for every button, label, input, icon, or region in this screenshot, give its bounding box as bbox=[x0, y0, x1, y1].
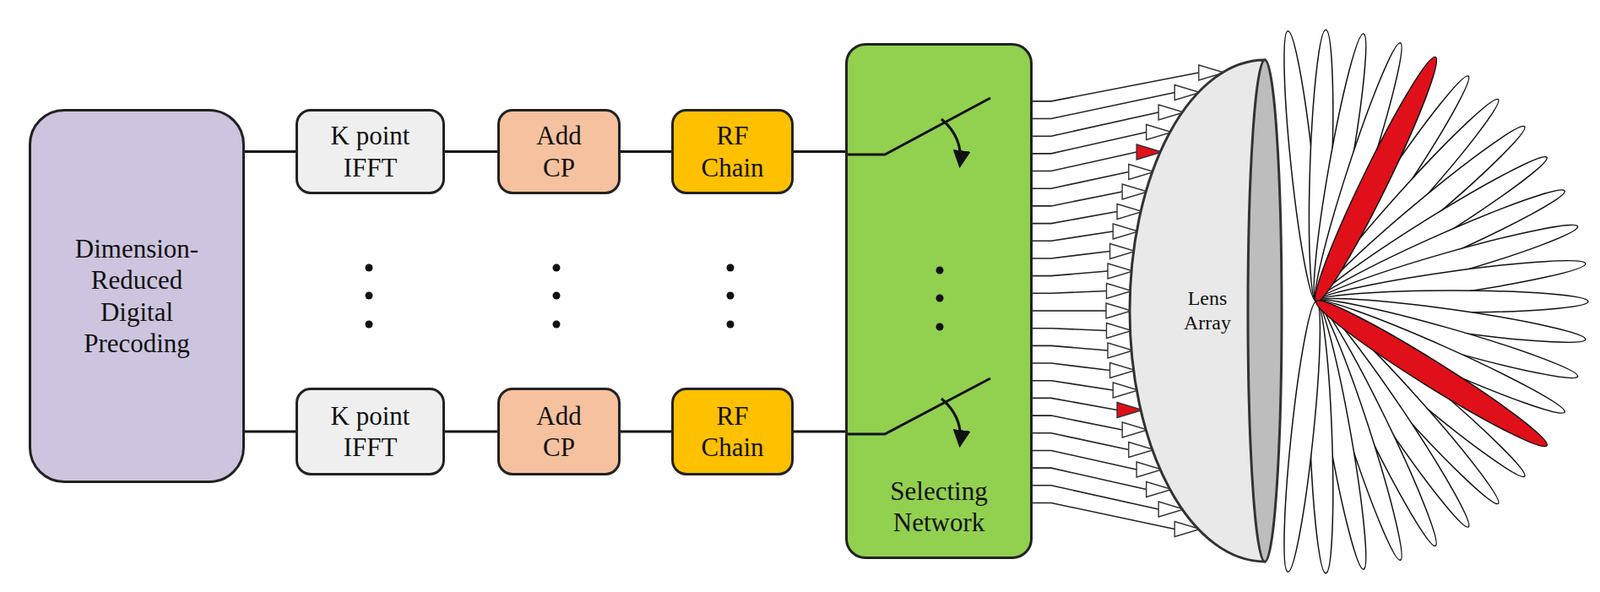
signal-line bbox=[1032, 309, 1107, 312]
node-label: Add CP bbox=[523, 119, 596, 183]
ellipsis-dot bbox=[936, 266, 944, 275]
lens-shape bbox=[1106, 59, 1284, 562]
feed-wire bbox=[1032, 151, 1137, 172]
process-box: Dimension- Reduced Digital Precoding bbox=[28, 108, 245, 483]
switch-blade bbox=[847, 97, 991, 155]
signal-line bbox=[444, 150, 498, 153]
ellipsis-dot bbox=[553, 264, 561, 272]
feed-wire bbox=[1032, 397, 1118, 410]
node-label: Dimension- Reduced Digital Precoding bbox=[69, 233, 205, 359]
switch-arrow bbox=[941, 398, 961, 445]
feed-wire bbox=[1032, 415, 1123, 430]
signal-line bbox=[620, 150, 672, 153]
node-label: K point IFFT bbox=[321, 119, 419, 183]
ellipsis-dot bbox=[365, 264, 374, 272]
signal-line bbox=[244, 430, 296, 434]
process-box: K point IFFT bbox=[295, 387, 445, 476]
signal-line bbox=[244, 150, 296, 153]
feed-wire bbox=[1032, 328, 1107, 331]
node-label: Add CP bbox=[523, 400, 596, 463]
lens-rim bbox=[1247, 59, 1282, 562]
feed-antenna bbox=[1106, 283, 1133, 299]
feed-antenna bbox=[1110, 363, 1136, 379]
feed-wire bbox=[1032, 485, 1159, 510]
feed-wire bbox=[1032, 231, 1113, 241]
feed-antenna bbox=[1106, 323, 1133, 339]
node-label: Lens Array bbox=[1177, 286, 1237, 336]
signal-line bbox=[444, 430, 498, 434]
ellipsis-dot bbox=[726, 264, 735, 272]
lens-array: Lens Array bbox=[1106, 59, 1284, 562]
ellipsis-dot bbox=[726, 320, 735, 329]
feed-wire bbox=[1032, 291, 1107, 294]
feed-wire bbox=[1032, 72, 1199, 102]
feed-wire bbox=[1032, 502, 1175, 529]
feed-wire bbox=[1032, 271, 1108, 277]
ellipsis-dot bbox=[936, 294, 944, 303]
process-box: RF Chain bbox=[671, 108, 794, 195]
feed-wire bbox=[1032, 433, 1129, 451]
ellipsis-dot bbox=[365, 320, 374, 329]
lens-body bbox=[1129, 59, 1265, 562]
signal-line bbox=[793, 430, 846, 434]
node-label: K point IFFT bbox=[321, 400, 419, 463]
feed-wire bbox=[1032, 467, 1147, 489]
feed-antenna bbox=[1107, 342, 1134, 358]
feed-antenna bbox=[1107, 263, 1134, 279]
ellipsis-dot bbox=[553, 292, 561, 300]
ellipsis-dot bbox=[936, 323, 944, 331]
beam-lobe bbox=[1276, 300, 1328, 574]
feed-antenna bbox=[1110, 244, 1136, 260]
feed-wire bbox=[1032, 380, 1113, 391]
signal-line bbox=[620, 430, 672, 434]
selecting-network-box: Selecting Network bbox=[845, 43, 1033, 559]
feed-wire bbox=[1032, 211, 1118, 224]
process-box: K point IFFT bbox=[295, 108, 445, 195]
feed-wire bbox=[1032, 345, 1108, 351]
signal-line bbox=[793, 150, 846, 153]
switch-blade bbox=[847, 378, 991, 434]
process-box: Add CP bbox=[497, 387, 621, 476]
node-label: Selecting Network bbox=[867, 475, 1011, 538]
feed-wire bbox=[1032, 92, 1175, 120]
node-label: RF Chain bbox=[690, 400, 776, 463]
process-box: RF Chain bbox=[671, 387, 794, 476]
feed-wire bbox=[1032, 132, 1147, 154]
ellipsis-dot bbox=[365, 292, 374, 300]
feed-wire bbox=[1032, 172, 1129, 190]
feed-wire bbox=[1032, 450, 1137, 470]
beam-lobe bbox=[1305, 51, 1448, 308]
ellipsis-dot bbox=[553, 320, 561, 329]
feed-wire bbox=[1032, 251, 1111, 259]
feed-wire bbox=[1032, 112, 1159, 136]
node-label: RF Chain bbox=[690, 119, 776, 183]
ellipsis-dot bbox=[726, 292, 735, 300]
feed-wire bbox=[1032, 191, 1123, 207]
beam-lobe bbox=[1309, 290, 1554, 456]
switch-arrow bbox=[941, 119, 961, 165]
process-box: Add CP bbox=[497, 108, 621, 195]
feed-antenna bbox=[1106, 303, 1132, 319]
feed-wire bbox=[1032, 363, 1111, 370]
